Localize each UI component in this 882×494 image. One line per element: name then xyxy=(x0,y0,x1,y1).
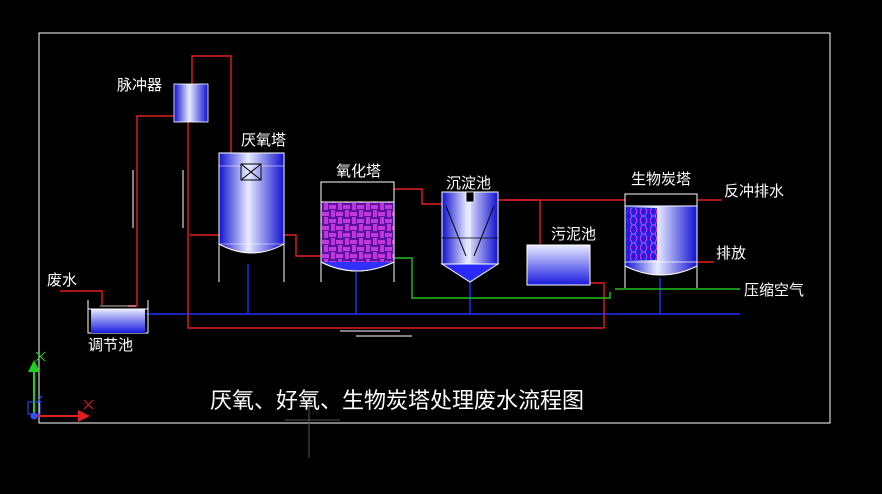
label-regulating-tank: 调节池 xyxy=(88,336,133,354)
sludge-tank xyxy=(526,244,591,286)
label-discharge: 排放 xyxy=(716,244,746,262)
ucs-axis-icon: Z xyxy=(27,351,340,458)
svg-text:Z: Z xyxy=(37,395,43,404)
diagram-title: 厌氧、好氧、生物炭塔处理废水流程图 xyxy=(210,389,584,414)
label-wastewater: 废水 xyxy=(47,271,77,289)
oxidation-tower xyxy=(320,181,395,282)
label-settling-tank: 沉淀池 xyxy=(446,174,491,192)
decorative-marks xyxy=(132,170,412,337)
label-oxidation-tower: 氧化塔 xyxy=(336,162,381,180)
green-pipes xyxy=(394,257,740,299)
label-backwash-drain: 反冲排水 xyxy=(724,182,784,200)
blue-pipes xyxy=(146,264,740,315)
drawing-frame xyxy=(38,32,831,424)
pulser xyxy=(173,83,209,123)
label-sludge-tank: 污泥池 xyxy=(551,225,596,243)
label-biochar-tower: 生物炭塔 xyxy=(631,170,691,188)
label-pulser: 脉冲器 xyxy=(117,76,162,94)
biochar-tower xyxy=(624,193,698,288)
settling-tank xyxy=(440,191,500,283)
anaerobic-tower xyxy=(218,152,285,282)
label-anaerobic-tower: 厌氧塔 xyxy=(241,131,286,149)
regulating-tank xyxy=(87,300,149,334)
label-compressed-air: 压缩空气 xyxy=(744,281,804,299)
